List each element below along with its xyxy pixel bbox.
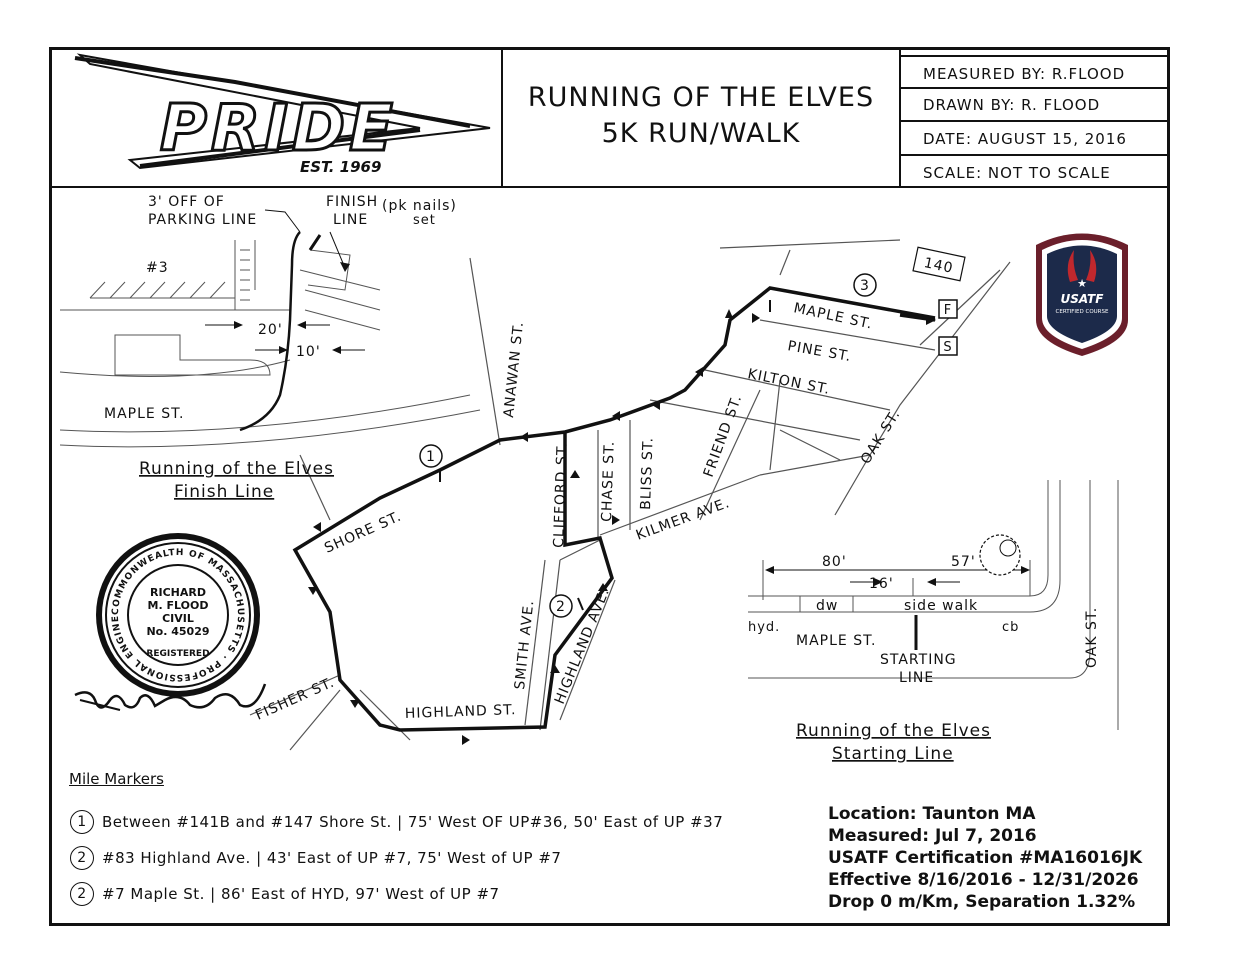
logo-panel	[52, 50, 503, 186]
label-chase-st: CHASE ST.	[599, 440, 618, 522]
svg-text:CIVIL: CIVIL	[162, 612, 194, 625]
svg-text:S: S	[943, 340, 952, 355]
svg-text:2: 2	[556, 599, 566, 615]
svg-text:1: 1	[426, 449, 436, 465]
certification-line: USATF Certification #MA16016JK	[828, 848, 1143, 868]
svg-text:80': 80'	[822, 554, 847, 570]
finish-marker: F	[938, 299, 958, 319]
svg-text:★: ★	[1077, 277, 1087, 290]
svg-text:dw: dw	[816, 598, 838, 614]
svg-text:57': 57'	[951, 554, 976, 570]
svg-text:FINISH: FINISH	[326, 194, 378, 210]
finish-caption-1: Running of the Elves	[139, 459, 334, 479]
drawn-by: DRAWN BY: R. FLOOD	[901, 89, 1170, 122]
location-info: Location: Taunton MA Measured: Jul 7, 20…	[828, 803, 1142, 913]
svg-text:F: F	[944, 303, 952, 318]
svg-text:16': 16'	[869, 576, 894, 592]
pride-logo-text: PRIDE	[160, 92, 397, 166]
label-smith-ave: SMITH AVE.	[512, 599, 537, 690]
svg-text:hyd.: hyd.	[748, 620, 780, 635]
svg-text:LINE: LINE	[333, 212, 368, 228]
svg-text:side walk: side walk	[904, 598, 978, 614]
svg-text:3: 3	[860, 278, 870, 294]
route-arrows	[308, 309, 936, 745]
mile-markers-title: Mile Markers	[69, 770, 164, 788]
svg-text:M. FLOOD: M. FLOOD	[148, 599, 209, 612]
label-shore-st: SHORE ST.	[322, 508, 404, 556]
svg-text:MAPLE ST.: MAPLE ST.	[796, 633, 876, 649]
svg-text:3' OFF OF: 3' OFF OF	[148, 194, 225, 210]
mile-ticks	[439, 300, 771, 611]
mile-marker-2: 2	[549, 594, 573, 618]
svg-text:set: set	[413, 213, 436, 228]
svg-text:cb: cb	[1002, 620, 1019, 635]
svg-text:LINE: LINE	[899, 670, 934, 686]
start-caption-1: Running of the Elves	[796, 721, 991, 741]
pride-logo: PRIDE EST. 1969	[74, 53, 491, 176]
svg-text:PARKING LINE: PARKING LINE	[148, 212, 257, 228]
signature	[74, 683, 267, 711]
info-panel: MEASURED BY: R.FLOOD DRAWN BY: R. FLOOD …	[901, 50, 1170, 186]
svg-text:RICHARD: RICHARD	[150, 586, 206, 599]
mile-marker-item: 2#7 Maple St. | 86' East of HYD, 97' Wes…	[70, 882, 500, 906]
svg-text:REGISTERED: REGISTERED	[146, 649, 209, 659]
svg-text:(pk nails): (pk nails)	[382, 198, 457, 214]
label-bliss-st: BLISS ST.	[638, 437, 657, 510]
scale: SCALE: NOT TO SCALE	[923, 164, 1111, 182]
effective-line: Effective 8/16/2016 - 12/31/2026	[828, 870, 1139, 890]
title-line-2: 5K RUN/WALK	[601, 118, 801, 149]
start-detail: 80' 57' 16' dw side walk hyd. cb MAPLE S…	[748, 480, 1119, 764]
label-clifford-st: CLIFFORD ST.	[551, 442, 571, 549]
svg-text:OAK ST.: OAK ST.	[1084, 607, 1100, 668]
usatf-badge-icon: ★ USATF CERTIFIED COURSE	[1036, 233, 1128, 356]
pride-est: EST. 1969	[300, 158, 381, 176]
start-marker: S	[938, 336, 958, 356]
location-line: Location: Taunton MA	[828, 804, 1036, 824]
drop-line: Drop 0 m/Km, Separation 1.32%	[828, 892, 1136, 912]
house-140: 140	[912, 246, 966, 282]
street-network	[249, 239, 1011, 751]
svg-text:MAPLE ST.: MAPLE ST.	[104, 406, 184, 422]
svg-text:140: 140	[922, 255, 954, 277]
svg-text:20': 20'	[258, 322, 283, 338]
label-pine-st: PINE ST.	[786, 338, 852, 365]
finish-detail: 3' OFF OF PARKING LINE FINISH LINE (pk n…	[59, 194, 481, 502]
svg-text:No. 45029: No. 45029	[146, 625, 209, 638]
svg-text:10': 10'	[296, 344, 321, 360]
title-line-1: RUNNING OF THE ELVES	[527, 82, 875, 113]
usatf-sub: CERTIFIED COURSE	[1056, 309, 1109, 315]
usatf-label: USATF	[1061, 292, 1105, 306]
mile-marker-item: 2#83 Highland Ave. | 43' East of UP #7, …	[70, 846, 561, 870]
svg-text:#3: #3	[146, 260, 169, 276]
label-anawan-st: ANAWAN ST.	[501, 321, 527, 419]
label-fisher-st: FISHER ST.	[253, 675, 337, 724]
finish-caption-2: Finish Line	[174, 482, 274, 502]
tree-icon	[979, 534, 1021, 576]
label-highland-st: HIGHLAND ST.	[405, 702, 517, 722]
label-oak-st: OAK ST.	[858, 407, 904, 467]
map-sheet: RUNNING OF THE ELVES 5K RUN/WALK MEASURE…	[49, 47, 1170, 926]
date: DATE: AUGUST 15, 2016	[901, 122, 1170, 156]
measured-line: Measured: Jul 7, 2016	[828, 826, 1037, 846]
mile-marker-3: 3	[853, 273, 877, 297]
start-caption-2: Starting Line	[832, 744, 954, 764]
measured-by: MEASURED BY: R.FLOOD	[901, 55, 1170, 89]
svg-text:STARTING: STARTING	[880, 652, 957, 668]
title-panel: RUNNING OF THE ELVES 5K RUN/WALK	[503, 50, 901, 186]
title-block: RUNNING OF THE ELVES 5K RUN/WALK MEASURE…	[52, 50, 1170, 188]
mile-marker-1: 1	[419, 444, 443, 468]
